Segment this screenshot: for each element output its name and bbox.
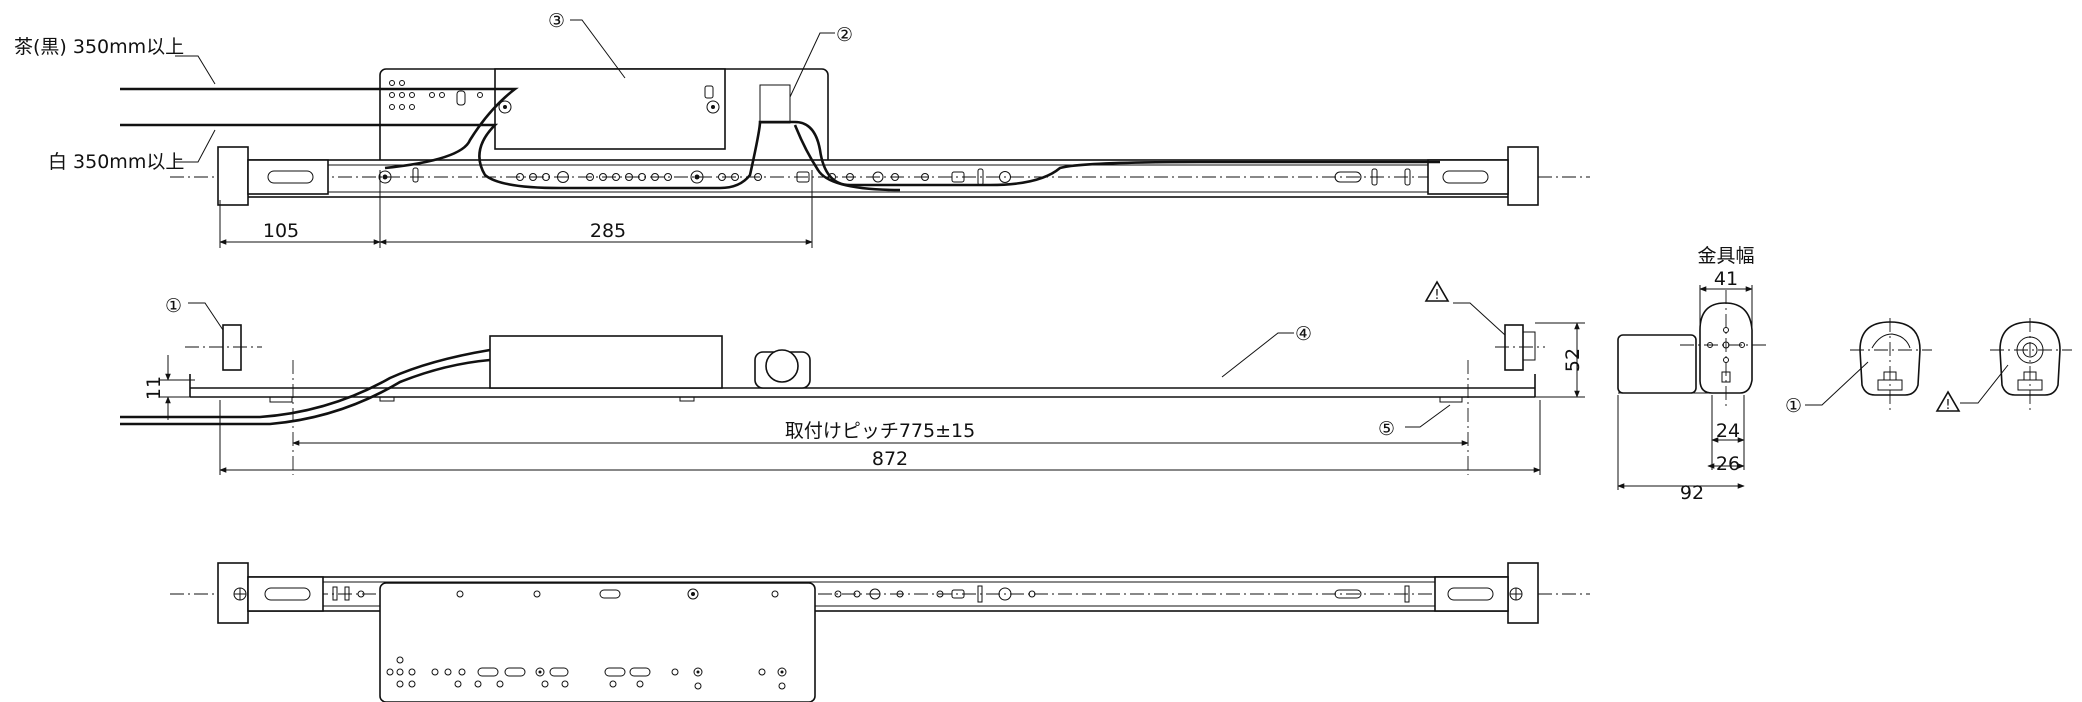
bottom-left-socket	[217, 562, 249, 624]
dim-285: 285	[590, 220, 626, 242]
marker-1-detail: ①	[1785, 395, 1802, 417]
left-mount-slot	[247, 159, 329, 195]
dim-41: 41	[1714, 268, 1738, 290]
left-socket-side	[222, 324, 242, 371]
bottom-right-slot	[1434, 576, 1509, 612]
side-wire-2	[120, 358, 491, 426]
bottom-ballast-plate	[379, 582, 816, 702]
right-mount-slot	[1427, 159, 1509, 195]
leader-3	[570, 19, 626, 79]
socket-2-body	[1999, 321, 2061, 396]
ballast-box	[494, 68, 726, 150]
dim-52: 52	[1562, 348, 1584, 372]
main-rail	[227, 159, 1529, 198]
side-view	[120, 280, 1585, 475]
side-wire-1	[120, 348, 491, 419]
leader-2	[789, 32, 835, 98]
socket-detail-1	[1805, 318, 1932, 410]
wire-white	[120, 120, 1440, 190]
width-title: 金具幅	[1697, 245, 1754, 267]
right-socket-side	[1504, 324, 1524, 371]
wire-link	[793, 124, 901, 192]
leader-4	[1221, 332, 1294, 378]
warning-triangle	[1424, 280, 1450, 302]
wire-white-label: 白 350mm以上	[48, 151, 184, 173]
leader-brown	[175, 55, 216, 85]
marker-3: ③	[548, 10, 565, 32]
end-view	[1617, 285, 1770, 490]
leader-white	[175, 129, 216, 163]
bottom-view	[170, 562, 1590, 702]
side-ballast	[489, 335, 723, 389]
leader-socket-2	[1960, 364, 2009, 404]
leader-5	[1405, 404, 1451, 428]
socket-detail-warn	[1935, 318, 2072, 412]
warning-mark-2: !	[1945, 398, 1950, 413]
plate-holes	[389, 80, 791, 124]
dim-105: 105	[263, 220, 299, 242]
dim-872: 872	[872, 448, 908, 470]
marker-1-side: ①	[165, 295, 182, 317]
dim-11: 11	[143, 376, 165, 400]
right-end-socket	[1507, 146, 1539, 206]
left-end-socket	[217, 146, 249, 206]
top-view	[120, 19, 1590, 248]
bottom-left-slot	[247, 576, 324, 612]
leader-1	[188, 302, 224, 331]
wire-brown	[120, 87, 519, 170]
bottom-holes	[332, 585, 1410, 690]
marker-4: ④	[1295, 323, 1312, 345]
bottom-right-socket	[1507, 562, 1539, 624]
dim-pitch: 取付けピッチ775±15	[785, 420, 975, 442]
end-ballast-profile	[1617, 334, 1697, 394]
wire-brown-label: 茶(黒) 350mm以上	[14, 36, 184, 58]
dim-26: 26	[1716, 453, 1740, 475]
leader-socket-1	[1805, 361, 1869, 406]
marker-5: ⑤	[1378, 418, 1395, 440]
leader-warn	[1453, 302, 1506, 336]
marker-2: ②	[836, 24, 853, 46]
dim-24: 24	[1716, 420, 1740, 442]
warning-mark: !	[1434, 288, 1439, 303]
rail-holes	[378, 167, 1411, 186]
warning-triangle-2	[1935, 390, 1961, 412]
dim-92: 92	[1680, 482, 1704, 504]
